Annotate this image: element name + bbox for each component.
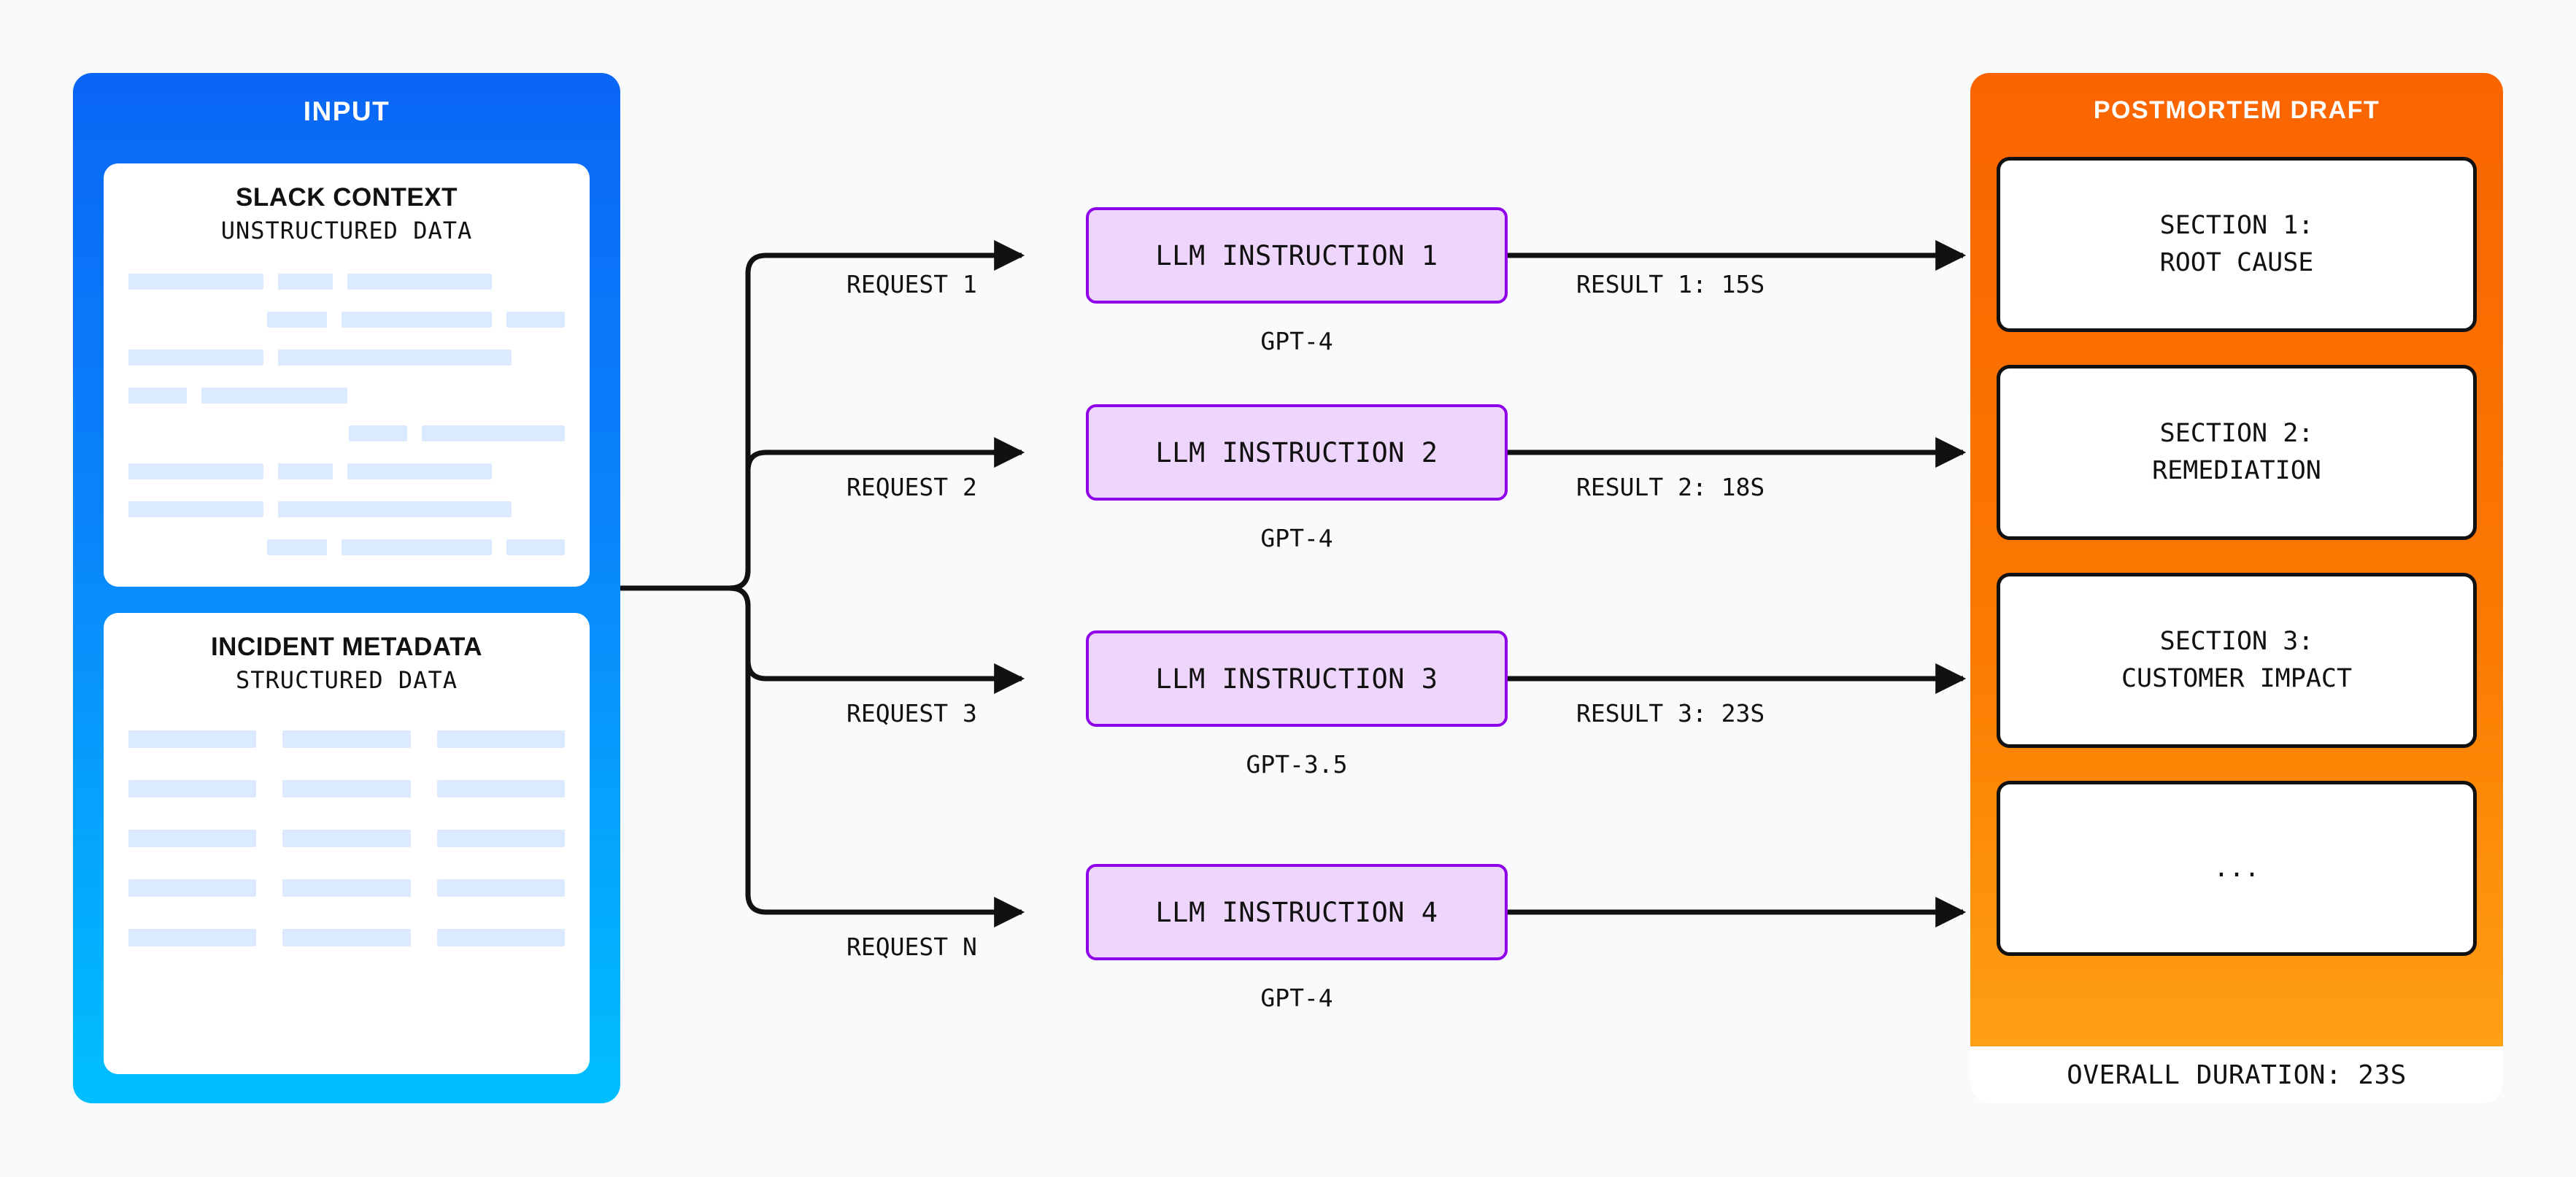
overall-duration-badge: OVERALL DURATION: 23S xyxy=(1970,1046,2503,1103)
branch-to-row-1 xyxy=(729,240,1025,591)
input-panel: INPUT SLACK CONTEXT UNSTRUCTURED DATA xyxy=(73,73,620,1103)
skeleton-row xyxy=(128,312,565,328)
skeleton-cell xyxy=(282,780,411,798)
result-label-2: RESULT 2: 18S xyxy=(1576,473,1765,501)
skeleton-cell xyxy=(436,929,565,947)
skeleton-row xyxy=(128,501,565,518)
skeleton-cell xyxy=(128,929,257,947)
input-panel-title: INPUT xyxy=(303,96,390,126)
branch-to-row-4 xyxy=(729,585,1025,927)
skeleton-cell xyxy=(436,730,565,749)
incident-metadata-skeleton xyxy=(128,730,565,947)
skeleton-cell xyxy=(282,879,411,898)
incident-metadata-subtitle: STRUCTURED DATA xyxy=(236,666,458,695)
skeleton-cell xyxy=(282,730,411,749)
skeleton-cell xyxy=(436,830,565,848)
incident-metadata-card[interactable]: INCIDENT METADATA STRUCTURED DATA xyxy=(104,613,590,1074)
skeleton-cell xyxy=(128,730,257,749)
llm-instruction-box-2[interactable]: LLM INSTRUCTION 2 xyxy=(1086,404,1508,501)
postmortem-section-1[interactable]: SECTION 1: ROOT CAUSE xyxy=(1997,157,2477,332)
result-label-3: RESULT 3: 23S xyxy=(1576,699,1765,728)
skeleton-cell xyxy=(128,780,257,798)
slack-context-subtitle: UNSTRUCTURED DATA xyxy=(220,217,473,245)
skeleton-cell xyxy=(436,879,565,898)
postmortem-section-2[interactable]: SECTION 2: REMEDIATION xyxy=(1997,365,2477,540)
skeleton-cell xyxy=(128,830,257,848)
slack-context-title: SLACK CONTEXT xyxy=(236,183,458,212)
llm-model-label-1: GPT-4 xyxy=(1260,327,1333,355)
llm-instruction-box-4[interactable]: LLM INSTRUCTION 4 xyxy=(1086,864,1508,960)
incident-metadata-title: INCIDENT METADATA xyxy=(210,633,483,661)
skeleton-cell xyxy=(282,929,411,947)
llm-model-label-4: GPT-4 xyxy=(1260,984,1333,1012)
branch-to-row-3 xyxy=(729,585,1025,694)
postmortem-section-4[interactable]: ... xyxy=(1997,781,2477,956)
slack-context-card[interactable]: SLACK CONTEXT UNSTRUCTURED DATA xyxy=(104,163,590,587)
skeleton-cell xyxy=(436,780,565,798)
llm-instruction-box-3[interactable]: LLM INSTRUCTION 3 xyxy=(1086,630,1508,727)
skeleton-row xyxy=(128,425,565,442)
skeleton-row xyxy=(128,350,565,366)
result-label-1: RESULT 1: 15S xyxy=(1576,270,1765,298)
postmortem-panel-title: POSTMORTEM DRAFT xyxy=(2093,96,2380,124)
skeleton-row xyxy=(128,539,565,556)
skeleton-row xyxy=(128,463,565,480)
llm-model-label-2: GPT-4 xyxy=(1260,524,1333,552)
skeleton-cell xyxy=(128,879,257,898)
request-label-1: REQUEST 1 xyxy=(847,270,977,298)
postmortem-panel: POSTMORTEM DRAFT SECTION 1: ROOT CAUSE S… xyxy=(1970,73,2503,1103)
request-label-4: REQUEST N xyxy=(847,933,977,961)
request-label-3: REQUEST 3 xyxy=(847,699,977,728)
request-label-2: REQUEST 2 xyxy=(847,473,977,501)
skeleton-row xyxy=(128,387,565,404)
skeleton-cell xyxy=(282,830,411,848)
llm-model-label-3: GPT-3.5 xyxy=(1246,750,1348,779)
postmortem-section-3[interactable]: SECTION 3: CUSTOMER IMPACT xyxy=(1997,573,2477,748)
skeleton-row xyxy=(128,274,565,290)
slack-context-skeleton xyxy=(128,274,565,556)
llm-instruction-box-1[interactable]: LLM INSTRUCTION 1 xyxy=(1086,207,1508,304)
